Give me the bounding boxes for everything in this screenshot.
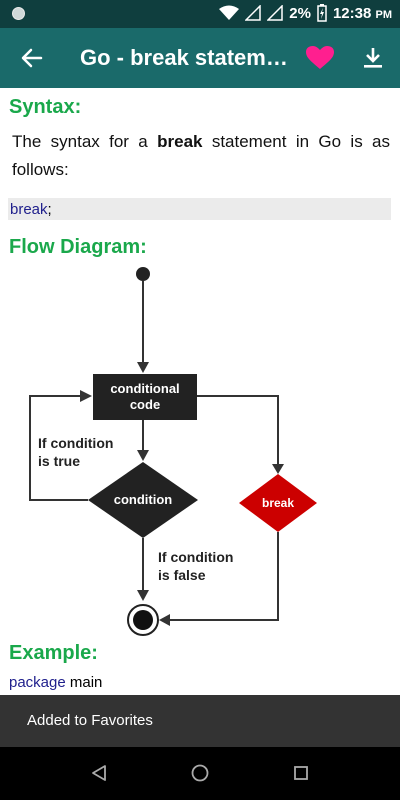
box-line1: conditional	[110, 381, 179, 396]
snackbar-message: Added to Favorites	[27, 712, 153, 729]
example-code: package main	[9, 674, 103, 691]
syntax-paragraph: The syntax for a break statement in Go i…	[12, 132, 390, 179]
decision-label: condition	[114, 492, 173, 507]
wifi-icon	[219, 5, 240, 20]
signal-icon-2	[267, 5, 284, 21]
nav-home-icon[interactable]	[191, 764, 209, 782]
content-area[interactable]: Syntax: The syntax for a break statement…	[0, 88, 400, 695]
battery-icon	[317, 4, 327, 22]
break-diamond	[239, 474, 317, 532]
syntax-heading: Syntax:	[9, 96, 82, 118]
true-label-2: is true	[38, 453, 80, 469]
nav-recents-icon[interactable]	[292, 764, 310, 782]
example-heading: Example:	[9, 642, 98, 664]
battery-percent: 2%	[289, 4, 311, 22]
nav-back-icon[interactable]	[90, 764, 108, 782]
condition-diamond	[88, 462, 198, 538]
page-title: Go - break statement	[80, 45, 290, 70]
system-icons: 2% 12:38 PM	[219, 4, 392, 22]
true-label-1: If condition	[38, 435, 113, 451]
break-label: break	[262, 496, 294, 510]
notification-icon	[12, 7, 25, 20]
download-icon[interactable]	[362, 46, 384, 70]
false-label-1: If condition	[158, 549, 233, 565]
conditional-code-box	[93, 374, 197, 420]
clock: 12:38 PM	[332, 4, 392, 22]
false-label-2: is false	[158, 567, 206, 583]
status-bar: 2% 12:38 PM	[0, 0, 400, 28]
flow-diagram-heading: Flow Diagram:	[9, 236, 147, 258]
flow-diagram: conditional code If condition is true co…	[29, 267, 317, 636]
back-arrow-icon[interactable]	[20, 46, 44, 70]
code-block: break;	[8, 198, 391, 220]
signal-icon	[245, 5, 262, 21]
snackbar: Added to Favorites	[0, 695, 400, 747]
navigation-bar	[0, 747, 400, 800]
favorite-heart-icon[interactable]	[306, 46, 334, 70]
app-bar: Go - break statement	[0, 28, 400, 88]
box-line2: code	[130, 397, 160, 412]
